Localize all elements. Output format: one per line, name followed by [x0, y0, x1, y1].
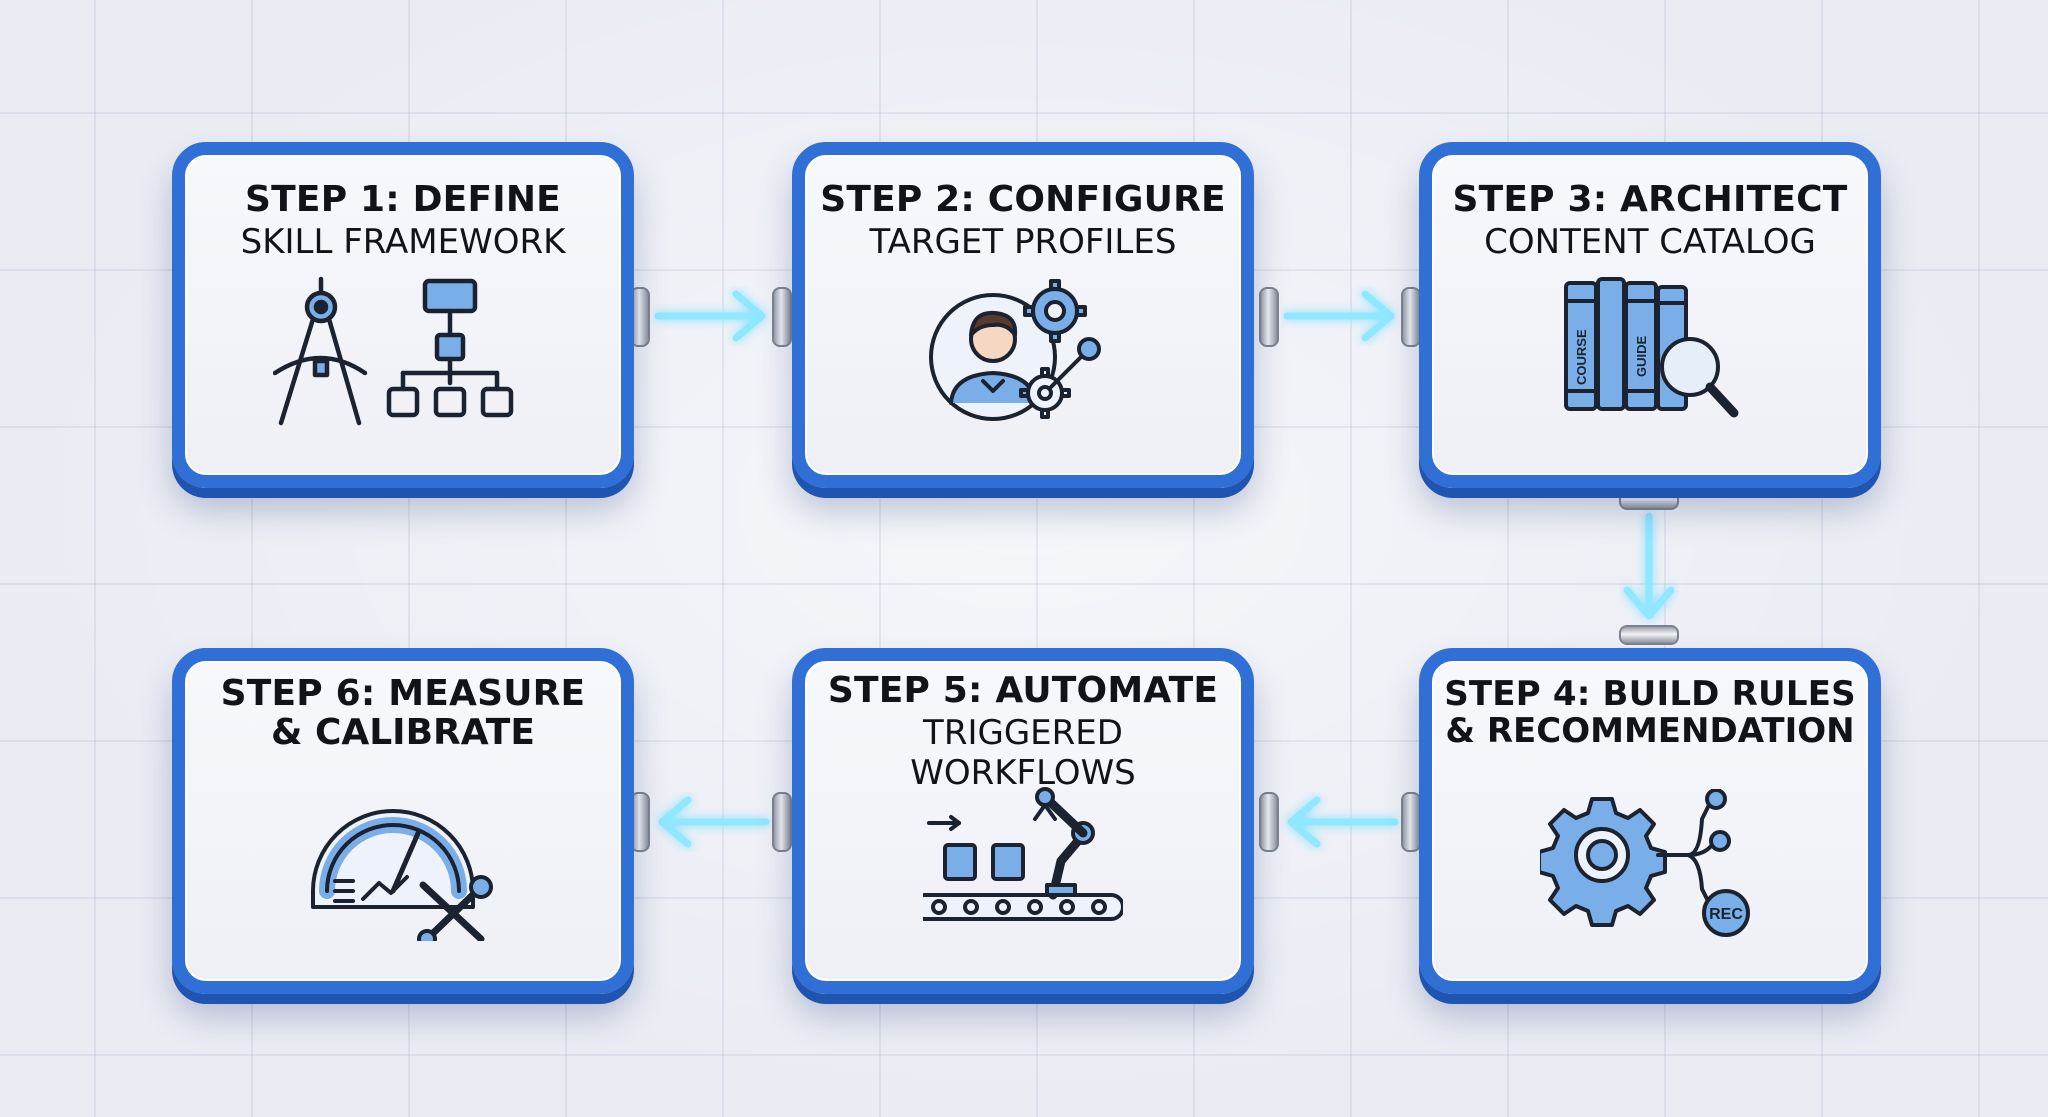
- step-title: STEP 6: MEASURE: [220, 673, 586, 714]
- step-subtitle: TARGET PROFILES: [869, 222, 1177, 262]
- step-1-card: STEP 1: DEFINE SKILL FRAMEWORK: [172, 142, 634, 488]
- step-4-card: STEP 4: BUILD RULES & RECOMMENDATION: [1419, 648, 1881, 994]
- step-title: STEP 3: ARCHITECT: [1452, 179, 1848, 220]
- step-subtitle: TRIGGERED WORKFLOWS: [910, 713, 1136, 793]
- connector-stub: [772, 287, 792, 347]
- books-magnifier-icon: COURSE GUIDE: [1432, 273, 1868, 473]
- step-title: STEP 1: DEFINE: [245, 179, 561, 220]
- step-title: STEP 5: AUTOMATE: [827, 670, 1219, 711]
- step-subtitle: SKILL FRAMEWORK: [240, 222, 566, 262]
- arrow-down-icon: [1623, 512, 1675, 620]
- connector-stub: [1401, 287, 1421, 347]
- step-subtitle: & RECOMMENDATION: [1445, 711, 1855, 751]
- compass-hierarchy-icon: [185, 273, 621, 473]
- step-3-card: STEP 3: ARCHITECT CONTENT CATALOG COURSE…: [1419, 142, 1881, 488]
- step-title: STEP 4: BUILD RULES: [1444, 674, 1856, 714]
- connector-stub: [1619, 625, 1679, 645]
- rec-badge-text: REC: [1709, 906, 1743, 923]
- step-5-card: STEP 5: AUTOMATE TRIGGERED WORKFLOWS: [792, 648, 1254, 994]
- gauge-wrench-icon: [185, 791, 621, 991]
- connector-stub: [1619, 490, 1679, 510]
- book-label: GUIDE: [1634, 336, 1649, 378]
- arrow-right-icon: [654, 290, 766, 342]
- step-subtitle: CONTENT CATALOG: [1484, 222, 1816, 262]
- step-6-card: STEP 6: MEASURE & CALIBRATE: [172, 648, 634, 994]
- connector-stub: [1259, 792, 1279, 852]
- book-label: COURSE: [1574, 329, 1589, 385]
- step-2-card: STEP 2: CONFIGURE TARGET PROFILES: [792, 142, 1254, 488]
- step-title: STEP 2: CONFIGURE: [820, 179, 1226, 220]
- robot-conveyor-icon: [805, 781, 1241, 981]
- connector-stub: [1401, 792, 1421, 852]
- arrow-left-icon: [658, 796, 770, 848]
- gear-network-icon: REC: [1432, 789, 1868, 989]
- arrow-right-icon: [1283, 290, 1395, 342]
- arrow-left-icon: [1287, 796, 1399, 848]
- step-subtitle: & CALIBRATE: [271, 712, 535, 753]
- user-gears-icon: [805, 273, 1241, 473]
- connector-stub: [1259, 287, 1279, 347]
- connector-stub: [772, 792, 792, 852]
